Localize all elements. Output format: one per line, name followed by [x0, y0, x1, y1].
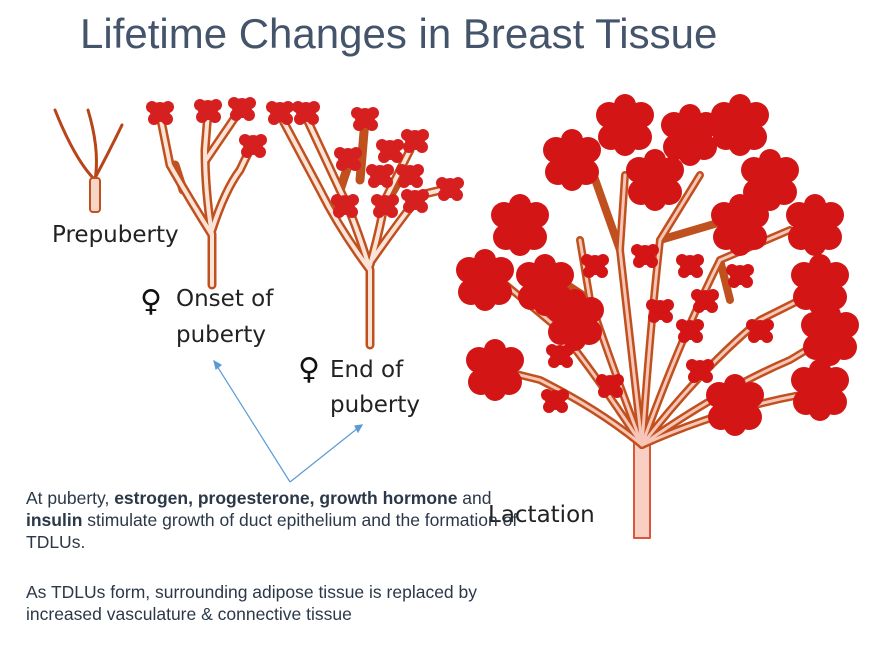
female-symbol-icon: ♀ [298, 352, 320, 387]
page-title: Lifetime Changes in Breast Tissue [80, 10, 718, 57]
label-onset-line1: Onset of [176, 286, 274, 312]
label-prepuberty: Prepuberty [52, 222, 179, 248]
lactation-duct-tree [456, 94, 859, 539]
paragraph-tdlu: As TDLUs form, surrounding adipose tissu… [26, 582, 478, 624]
label-lactation: Lactation [488, 502, 595, 528]
label-end-line1: End of [330, 357, 404, 383]
label-onset-line2: puberty [176, 322, 267, 348]
female-symbol-icon: ♀ [140, 284, 162, 319]
pointer-arrows [213, 359, 364, 483]
label-end-line2: puberty [330, 392, 421, 418]
paragraph-puberty-hormones: At puberty, estrogen, progesterone, grow… [26, 488, 518, 552]
onset-puberty-duct [146, 97, 267, 290]
prepuberty-duct [53, 108, 124, 213]
end-puberty-duct [266, 101, 464, 350]
